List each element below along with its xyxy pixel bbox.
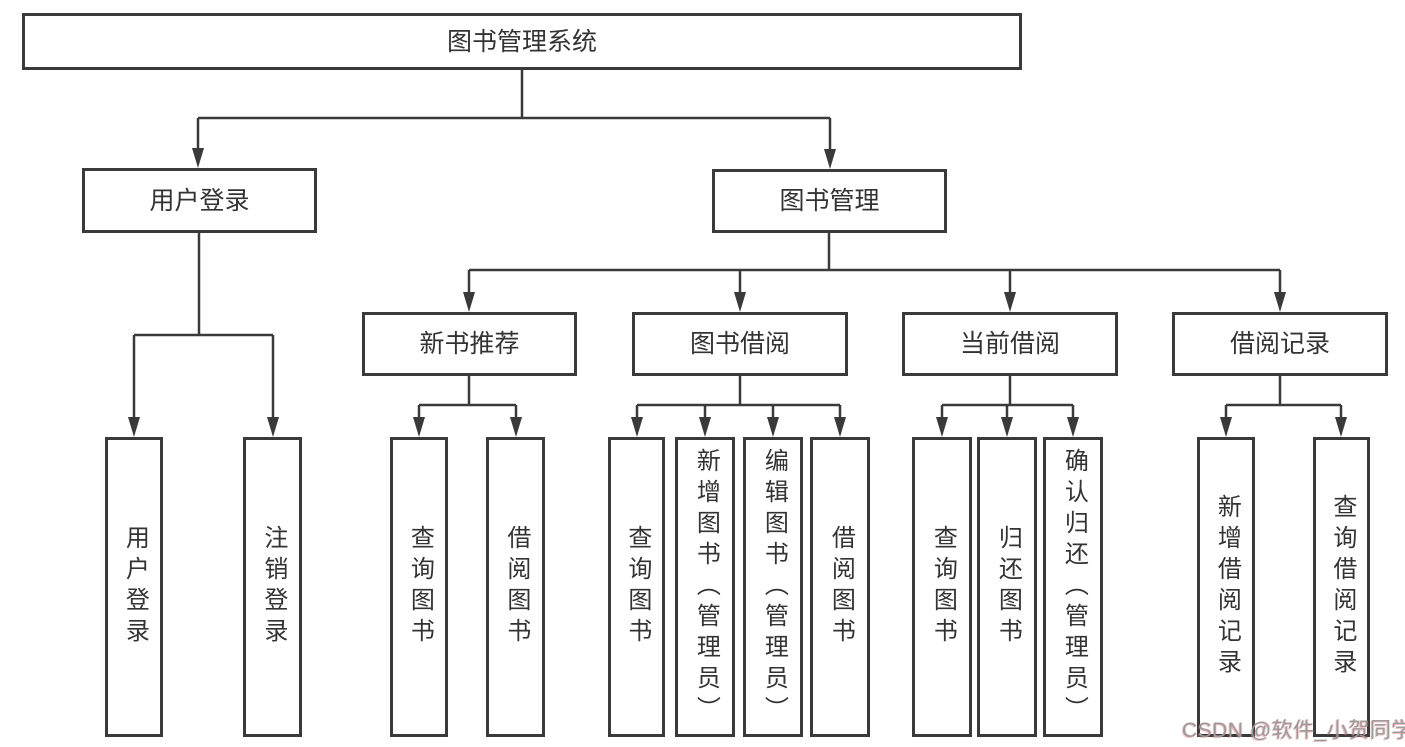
current-borrow-node: 当前借阅 <box>902 312 1118 376</box>
arrowhead <box>1220 417 1232 437</box>
borrow-records-node: 借阅记录 <box>1172 312 1388 376</box>
leaf-borrow-books-node: 借阅图书 <box>810 437 870 737</box>
leaf-query-borrow-record-node: 查询借阅记录 <box>1313 437 1370 737</box>
leaf-return-books-node: 归还图书 <box>977 437 1037 737</box>
arrowhead <box>936 417 948 437</box>
arrowhead <box>1004 292 1016 312</box>
arrowhead <box>1335 417 1347 437</box>
root-node: 图书管理系统 <box>22 13 1022 70</box>
leaf-add-borrow-record-node: 新增借阅记录 <box>1197 437 1255 737</box>
arrowhead <box>1067 417 1079 437</box>
leaf-recommend-borrow-books-node: 借阅图书 <box>486 437 545 737</box>
arrowhead <box>267 417 279 437</box>
arrowhead <box>767 417 779 437</box>
arrowhead <box>631 417 643 437</box>
user-login-branch-node: 用户登录 <box>82 168 317 233</box>
arrowhead <box>192 148 204 168</box>
arrowhead <box>734 292 746 312</box>
arrowhead <box>1274 292 1286 312</box>
leaf-logout-node: 注销登录 <box>243 437 302 737</box>
arrowhead <box>510 417 522 437</box>
leaf-user-login-node: 用户登录 <box>105 437 163 737</box>
arrowhead <box>699 417 711 437</box>
arrowhead <box>413 417 425 437</box>
leaf-recommend-query-books-node: 查询图书 <box>390 437 448 737</box>
arrowhead <box>463 292 475 312</box>
arrowhead <box>128 417 140 437</box>
book-borrow-node: 图书借阅 <box>632 312 848 376</box>
new-book-recommend-node: 新书推荐 <box>362 312 577 376</box>
tree-edges <box>132 70 1343 421</box>
leaf-current-query-books-node: 查询图书 <box>912 437 972 737</box>
leaf-edit-books-admin-node: 编辑图书（管理员） <box>743 437 803 737</box>
leaf-confirm-return-admin-node: 确认归还（管理员） <box>1043 437 1103 737</box>
leaf-add-books-admin-node: 新增图书（管理员） <box>675 437 735 737</box>
leaf-borrow-query-books-node: 查询图书 <box>608 437 665 737</box>
arrowhead <box>1001 417 1013 437</box>
book-management-branch-node: 图书管理 <box>712 169 947 233</box>
arrowheads <box>128 148 1347 437</box>
arrowhead <box>824 149 836 169</box>
arrowhead <box>834 417 846 437</box>
